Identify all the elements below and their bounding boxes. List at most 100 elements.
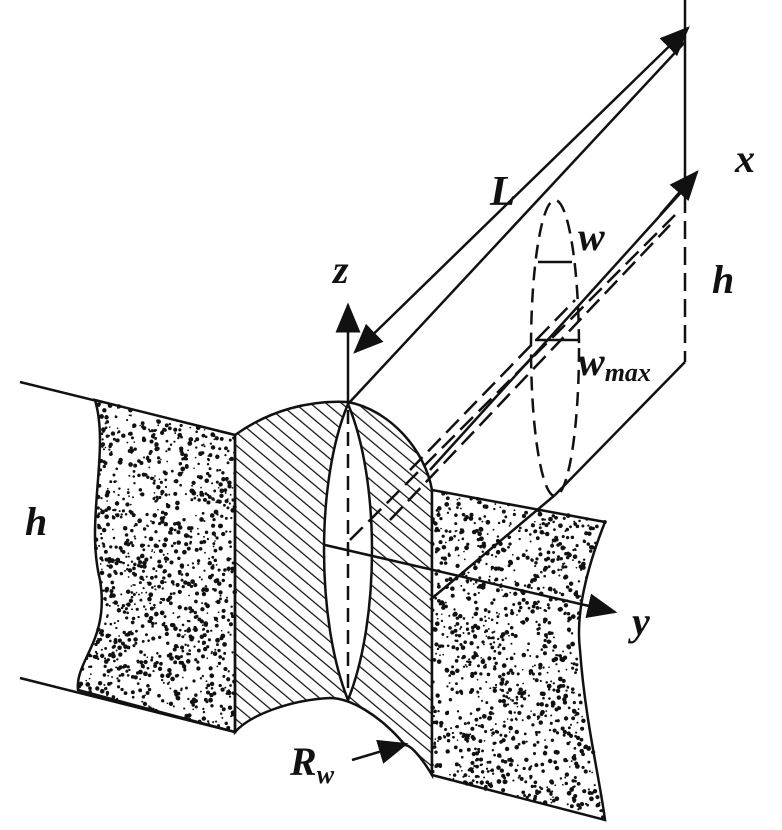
speckle	[147, 428, 151, 431]
speckle	[143, 659, 148, 665]
speckle	[522, 682, 525, 685]
speckle	[561, 683, 566, 688]
speckle	[489, 769, 492, 772]
speckle	[545, 531, 550, 537]
speckle	[517, 609, 521, 613]
speckle	[223, 488, 228, 493]
speckle	[226, 677, 231, 682]
speckle	[463, 640, 467, 644]
speckle	[167, 595, 173, 600]
speckle	[141, 700, 144, 703]
speckle	[505, 680, 509, 684]
speckle	[124, 512, 128, 516]
speckle	[501, 698, 507, 704]
speckle	[133, 584, 136, 587]
speckle	[460, 769, 463, 772]
speckle	[562, 650, 565, 653]
speckle	[224, 721, 228, 726]
speckle	[537, 730, 541, 734]
speckle	[469, 690, 474, 694]
speckle	[123, 569, 126, 572]
speckle	[169, 560, 174, 565]
speckle	[182, 517, 186, 522]
speckle	[535, 606, 540, 610]
speckle	[499, 768, 505, 773]
speckle	[206, 493, 210, 497]
speckle	[121, 433, 126, 438]
speckle	[440, 601, 445, 606]
speckle	[217, 661, 222, 666]
speckle	[178, 462, 183, 466]
speckle	[460, 571, 466, 576]
speckle	[574, 671, 577, 675]
speckle	[130, 591, 134, 594]
speckle	[544, 557, 548, 562]
speckle	[88, 677, 91, 680]
speckle	[472, 634, 478, 639]
speckle	[439, 720, 444, 726]
speckle	[485, 767, 489, 770]
speckle	[565, 536, 570, 540]
speckle	[206, 645, 210, 649]
speckle	[199, 492, 205, 497]
speckle	[115, 649, 118, 652]
speckle	[436, 617, 439, 620]
speckle	[497, 651, 502, 655]
speckle	[228, 502, 232, 505]
speckle	[582, 789, 587, 794]
speckle	[567, 645, 571, 650]
speckle	[454, 725, 457, 728]
speckle	[156, 497, 159, 501]
speckle	[554, 719, 558, 723]
speckle	[515, 701, 518, 705]
speckle	[552, 551, 555, 554]
speckle	[537, 511, 543, 517]
speckle	[111, 695, 116, 699]
speckle	[100, 632, 105, 637]
speckle	[145, 591, 148, 594]
speckle	[158, 539, 161, 542]
speckle	[431, 608, 435, 612]
speckle	[124, 649, 127, 653]
speckle	[479, 556, 482, 559]
speckle	[105, 690, 109, 694]
speckle	[177, 432, 183, 438]
speckle	[487, 578, 491, 582]
speckle	[113, 659, 116, 663]
speckle	[448, 577, 453, 582]
speckle	[477, 591, 480, 594]
speckle	[119, 515, 123, 519]
speckle	[198, 576, 201, 579]
speckle	[167, 573, 172, 578]
speckle	[180, 578, 184, 582]
label-y-axis: y	[628, 599, 650, 644]
speckle	[445, 586, 449, 590]
speckle	[99, 400, 103, 404]
speckle	[214, 623, 219, 628]
speckle	[547, 606, 551, 610]
speckle	[530, 586, 533, 590]
speckle	[459, 530, 463, 535]
speckle	[124, 533, 129, 537]
speckle	[113, 569, 117, 574]
speckle	[213, 548, 218, 553]
speckle	[233, 634, 237, 637]
speckle	[476, 765, 480, 768]
speckle	[135, 607, 139, 611]
speckle	[104, 686, 108, 691]
speckle	[551, 542, 554, 544]
speckle	[221, 471, 225, 475]
speckle	[209, 513, 215, 518]
speckle	[578, 615, 581, 618]
speckle	[535, 790, 540, 796]
speckle	[209, 673, 215, 679]
speckle	[226, 566, 231, 571]
speckle	[202, 633, 207, 638]
speckle	[220, 514, 224, 518]
speckle	[493, 649, 497, 653]
speckle	[521, 513, 527, 519]
speckle	[115, 467, 119, 471]
speckle	[514, 745, 519, 750]
speckle	[553, 760, 558, 765]
speckle	[471, 751, 476, 757]
